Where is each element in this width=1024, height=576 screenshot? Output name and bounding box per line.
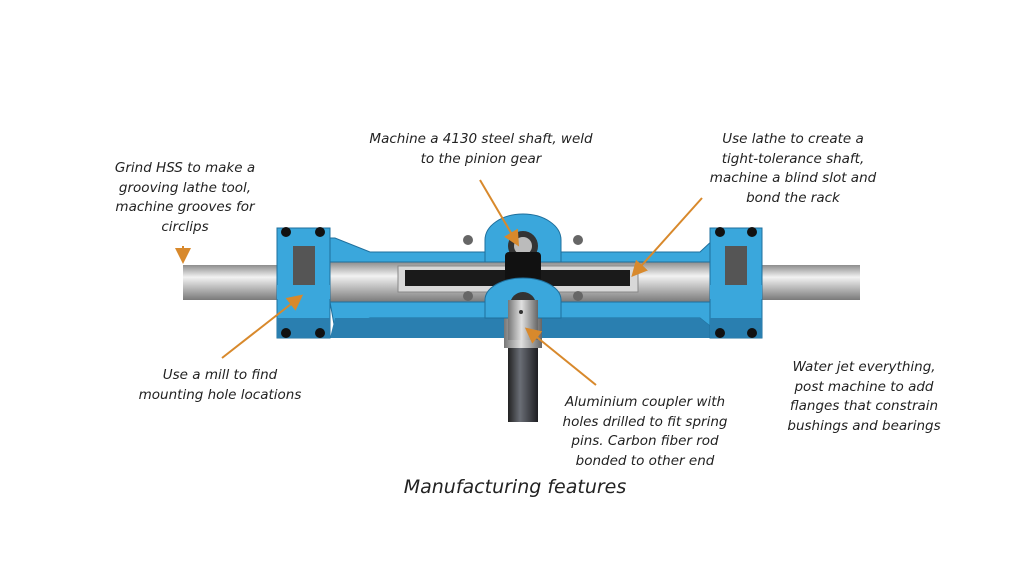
annotation-line: pins. Carbon fiber rod	[571, 433, 719, 449]
annotation-coupler: Aluminium coupler with holes drilled to …	[563, 393, 728, 471]
annotation-line: bond the rack	[746, 189, 840, 206]
annotation-line: tight-tolerance shaft,	[721, 150, 865, 167]
annotation-pinion-shaft: Machine a 4130 steel shaft, weld to the …	[369, 130, 592, 169]
diagram-title: Manufacturing features	[403, 476, 627, 498]
annotation-line: post machine to add	[794, 378, 934, 395]
arrow-mounting-holes	[221, 294, 304, 359]
left-shaft	[183, 265, 293, 300]
annotation-line: Use a mill to find	[162, 367, 278, 383]
annotation-line: to the pinion gear	[420, 150, 542, 167]
annotation-grooves: Grind HSS to make a grooving lathe tool,…	[115, 159, 255, 237]
annotation-line: Use lathe to create a	[722, 131, 864, 147]
annotation-line: flanges that constrain	[789, 398, 939, 414]
arrow-rack-shaft	[631, 197, 703, 277]
bottom-bearing-block	[484, 277, 562, 340]
annotation-rack-shaft: Use lathe to create a tight-tolerance sh…	[710, 130, 876, 208]
arrow-coupler	[524, 327, 597, 386]
annotation-line: mounting hole locations	[138, 386, 302, 403]
bolts	[281, 227, 757, 338]
annotation-line: Grind HSS to make a	[114, 160, 256, 176]
annotation-line: holes drilled to fit spring	[562, 413, 728, 430]
annotation-line: circlips	[161, 218, 209, 235]
annotation-line: bushings and bearings	[787, 417, 941, 434]
annotation-line: Water jet everything,	[792, 359, 936, 375]
annotation-housing: Water jet everything, post machine to ad…	[787, 358, 940, 436]
annotation-line: bonded to other end	[575, 452, 715, 469]
annotation-line: Machine a 4130 steel shaft, weld	[369, 131, 593, 147]
annotation-line: grooving lathe tool,	[118, 179, 252, 196]
callout-arrows	[175, 179, 703, 386]
annotation-mounting-holes: Use a mill to find mounting hole locatio…	[139, 366, 302, 405]
annotation-line: machine a blind slot and	[709, 170, 877, 186]
arrow-pinion-shaft	[479, 179, 520, 247]
annotation-line: Aluminium coupler with	[564, 394, 726, 410]
annotation-line: machine grooves for	[115, 199, 255, 215]
pinion-gear	[505, 252, 541, 282]
